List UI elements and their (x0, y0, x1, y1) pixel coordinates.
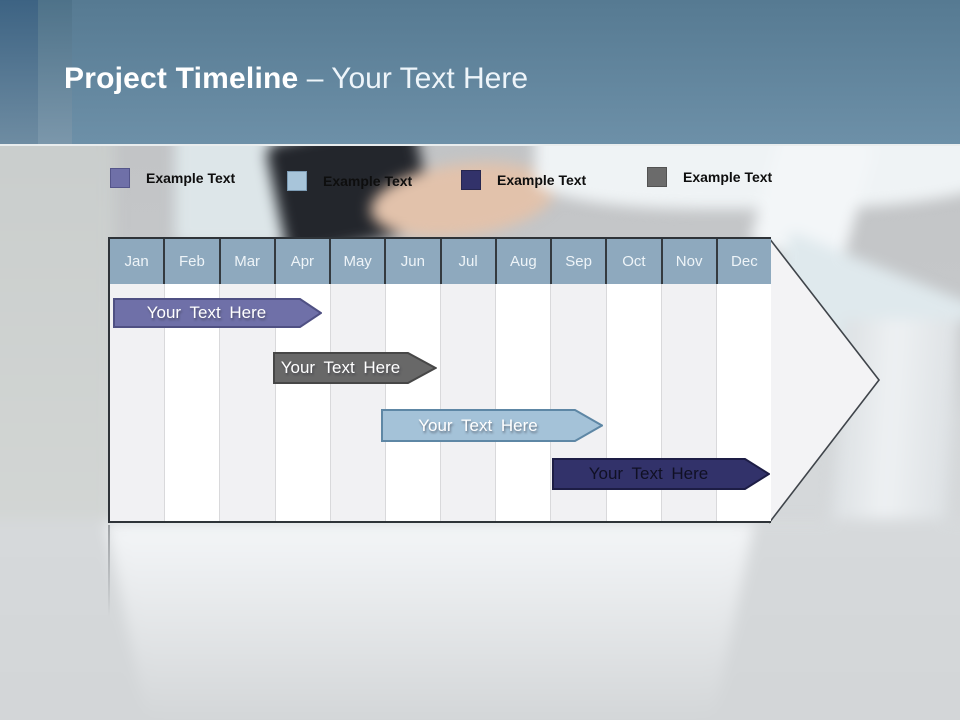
legend-item-1: Example Text (110, 168, 235, 188)
timeline-bar-shape (113, 298, 322, 328)
timeline-bar-shape (552, 458, 770, 490)
slide-title-rest: – Your Text Here (306, 62, 529, 95)
timeline-bar-label: Your Text Here (588, 464, 709, 483)
timeline-bar-label: Your Text Here (146, 303, 267, 322)
header-accent-band-dark (0, 0, 38, 144)
legend-swatch-purple (110, 168, 130, 188)
timeline-bar-3: Your Text Here (381, 409, 603, 442)
month-cell-may: May (331, 239, 387, 284)
month-cell-dec: Dec (717, 239, 771, 284)
legend-label: Example Text (683, 169, 773, 185)
month-header-row: Jan Feb Mar Apr May Jun Jul Aug Sep Oct … (110, 239, 771, 284)
photo-shirt-shape (535, 144, 960, 209)
month-cell-oct: Oct (607, 239, 663, 284)
timeline-bar-1: Your Text Here (113, 298, 322, 328)
legend-item-4: Example Text (647, 167, 772, 187)
photo-chart-reflection (105, 523, 755, 720)
legend-swatch-lightblue (287, 171, 307, 191)
legend-swatch-gray (647, 167, 667, 187)
timeline-bar-shape (381, 409, 603, 442)
legend-swatch-navy (461, 170, 481, 190)
timeline-bar-4: Your Text Here (552, 458, 770, 490)
legend-item-2: Example Text (287, 171, 412, 191)
month-cell-aug: Aug (496, 239, 552, 284)
month-cell-jul: Jul (441, 239, 497, 284)
chart-edge-shadow (108, 525, 110, 617)
slide-title: Project Timeline – Your Text Here (64, 62, 528, 96)
grid-column (496, 284, 552, 521)
month-cell-mar: Mar (220, 239, 276, 284)
month-cell-apr: Apr (275, 239, 331, 284)
header-accent-band-medium (38, 0, 72, 144)
grid-column (330, 284, 386, 521)
month-cell-jun: Jun (386, 239, 442, 284)
timeline-bar-label: Your Text Here (280, 358, 401, 377)
slide-title-bold: Project Timeline (64, 62, 299, 95)
timeline-bar-label: Your Text Here (418, 415, 538, 435)
month-cell-sep: Sep (552, 239, 608, 284)
header-divider-line (0, 144, 960, 146)
month-cell-nov: Nov (662, 239, 718, 284)
legend-label: Example Text (323, 173, 413, 189)
timeline-bar-2: Your Text Here (273, 352, 437, 384)
slide-header: Project Timeline – Your Text Here (0, 0, 960, 144)
grid-column (385, 284, 442, 521)
timeline-bar-shape (273, 352, 437, 384)
legend-label: Example Text (497, 172, 587, 188)
legend-item-3: Example Text (461, 170, 586, 190)
legend-label: Example Text (146, 170, 236, 186)
month-cell-feb: Feb (165, 239, 221, 284)
timeline-arrow-tip (769, 237, 881, 524)
grid-column (441, 284, 497, 521)
month-cell-jan: Jan (110, 239, 166, 284)
